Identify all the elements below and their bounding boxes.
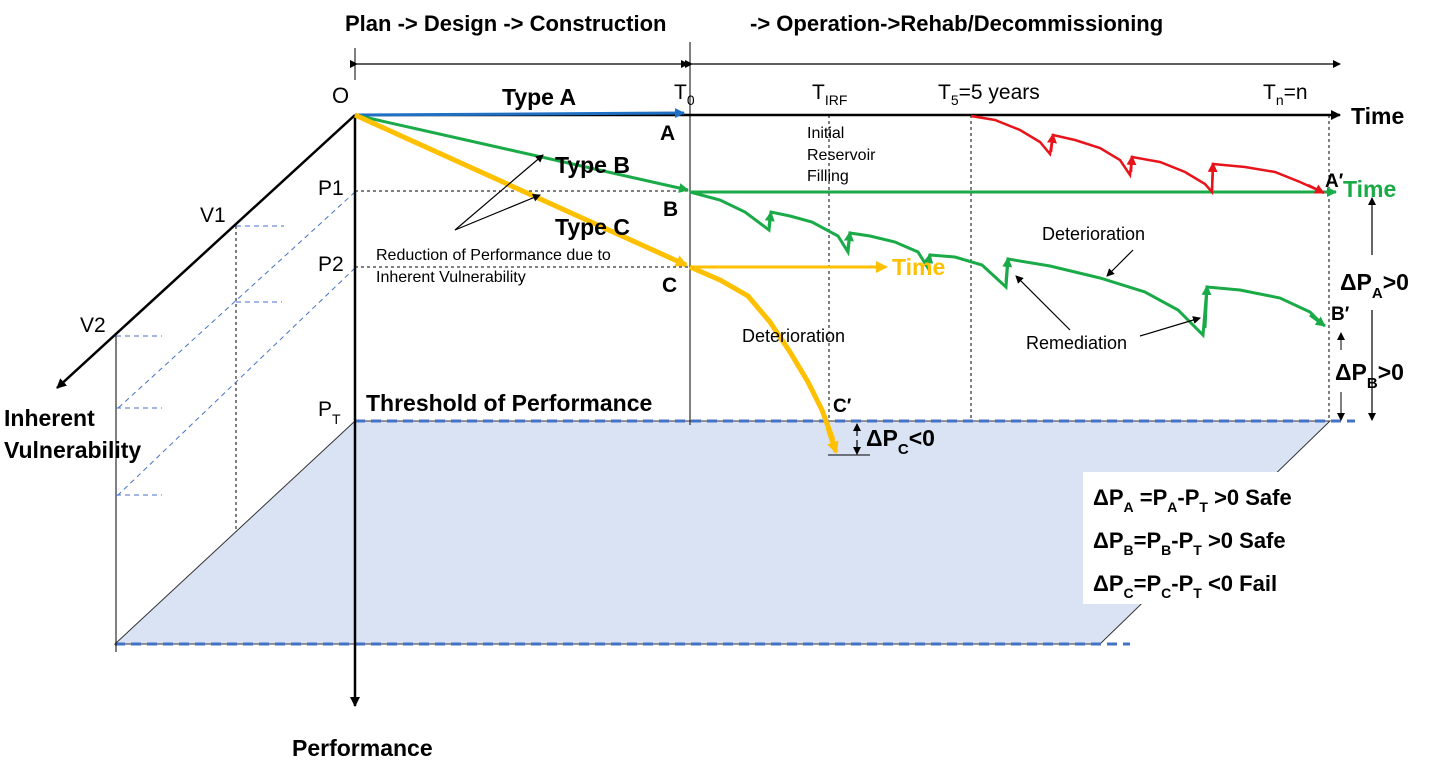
vulnerability-axis [56, 114, 356, 389]
deterioration-pointer [1106, 249, 1134, 277]
dpa-label: ΔPA>0 [1340, 269, 1409, 302]
origin-label: O [332, 83, 349, 108]
point-b-label: B [663, 198, 678, 221]
point-c-prime-label: C′ [833, 396, 852, 417]
deterioration-yellow-label: Deterioration [742, 326, 845, 346]
time-axis-label: Time [1351, 103, 1404, 129]
legend-row-b: ΔPB=PB-PT >0 Safe [1093, 528, 1286, 558]
point-a-prime-label: A′ [1325, 171, 1344, 192]
v1-label: V1 [200, 204, 226, 227]
performance-axis-label: Performance [292, 735, 433, 761]
tirf-label: TIRF [812, 81, 847, 108]
reduction-arrow-to-c [454, 193, 541, 231]
legend-row-a: ΔPA =PA-PT >0 Safe [1093, 485, 1292, 515]
remediation-pointer-2 [1139, 316, 1201, 337]
irf-note-1: Initial [807, 125, 844, 142]
irf-note-2: Reservoir [807, 147, 876, 164]
deterioration-green-label: Deterioration [1042, 224, 1145, 244]
t5-label: T5=5 years [938, 81, 1040, 108]
reduction-note-1: Reduction of Performance due to [376, 247, 611, 264]
green-remediation-arrow-5 [1201, 285, 1212, 329]
type-b-label: Type B [555, 152, 630, 178]
red-deterioration-curve [970, 114, 1323, 196]
green-remediation-arrow-3 [923, 253, 934, 265]
time-yellow-label: Time [892, 254, 945, 280]
irf-note-3: Filling [807, 168, 849, 185]
threshold-label: Threshold of Performance [366, 390, 652, 416]
pt-label: PT [318, 398, 341, 427]
v2-label: V2 [80, 314, 106, 337]
red-remediation-arrow-2 [1126, 155, 1137, 173]
remediation-label: Remediation [1026, 333, 1127, 353]
p2-diagonal [115, 267, 356, 498]
legend-box [1083, 472, 1343, 604]
legend-row-c: ΔPC=PC-PT <0 Fail [1093, 571, 1277, 601]
red-remediation-arrow-3 [1207, 162, 1218, 191]
green-remediation-arrow-4 [1002, 257, 1013, 283]
yellow-end-arrow [825, 427, 839, 454]
reduction-arrow-to-b [454, 154, 544, 231]
green-remediation-arrow-1 [764, 211, 775, 227]
green-end-arrow [1309, 313, 1326, 328]
type-a-label: Type A [502, 84, 576, 110]
point-c-label: C [662, 274, 677, 297]
red-end-arrow [1307, 183, 1325, 195]
type-c-line [353, 112, 688, 268]
reduction-note-2: Inherent Vulnerability [376, 269, 526, 286]
red-remediation-arrow-1 [1047, 133, 1057, 153]
remediation-pointer-1 [1015, 275, 1071, 331]
type-c-label: Type C [555, 214, 630, 240]
phase-left-label: Plan -> Design -> Construction [345, 11, 666, 36]
p1-label: P1 [318, 177, 344, 200]
tn-label: Tn=n [1263, 81, 1308, 108]
p2-label: P2 [318, 253, 344, 276]
time-green-label: Time [1343, 176, 1396, 202]
point-a-label: A [660, 122, 675, 145]
type-b-line [354, 113, 689, 193]
green-remediation-arrow-2 [843, 231, 854, 249]
vulnerability-axis-label-2: Vulnerability [4, 437, 141, 463]
vulnerability-axis-label-1: Inherent [4, 405, 95, 431]
t0-label: T0 [674, 81, 695, 108]
phase-right-label: -> Operation->Rehab/Decommissioning [750, 11, 1163, 36]
yellow-deterioration-curve [689, 264, 836, 441]
type-a-line [354, 108, 685, 119]
dpc-label: ΔPC<0 [866, 425, 935, 458]
point-b-prime-label: B′ [1331, 304, 1350, 325]
dpb-label: ΔPB>0 [1335, 359, 1404, 392]
